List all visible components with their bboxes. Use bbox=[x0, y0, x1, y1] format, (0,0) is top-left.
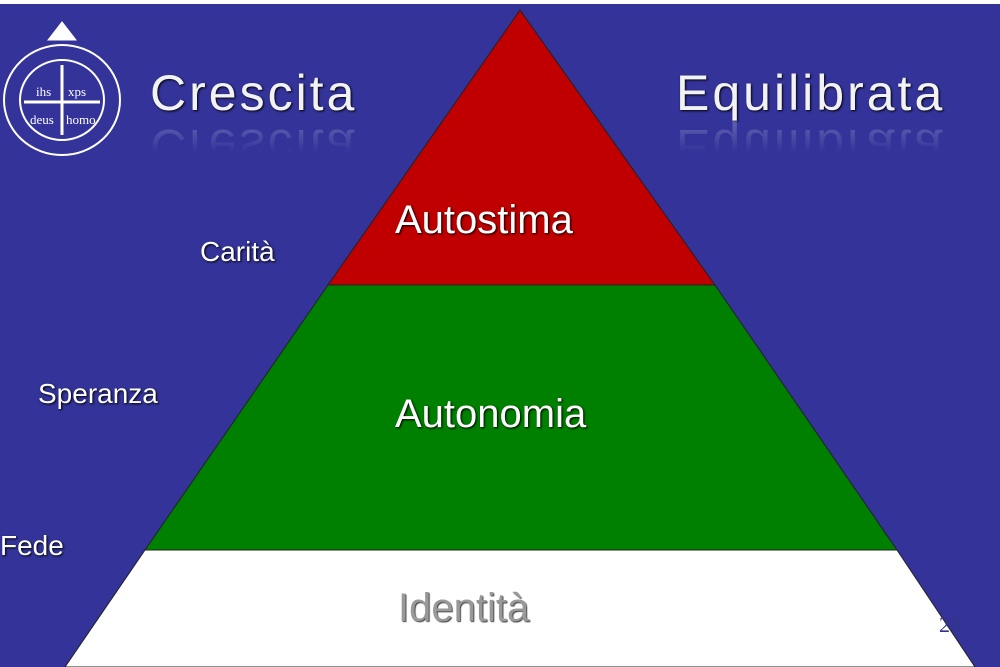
level-label-autonomia: Autonomia bbox=[395, 392, 587, 436]
level-label-autostima: Autostima bbox=[395, 198, 573, 242]
top-strip bbox=[0, 0, 1000, 4]
svg-text:28: 28 bbox=[939, 612, 961, 637]
title-right: Equilibrata bbox=[676, 65, 946, 121]
pyramid-level-top bbox=[327, 9, 716, 286]
virtue-carita: Carità bbox=[200, 236, 275, 267]
title-left: Crescita bbox=[150, 65, 358, 121]
university-seal-icon: ihs xps deus homo bbox=[3, 21, 121, 156]
pyramid-level-base bbox=[64, 549, 976, 667]
title-right-reflection: Equilibrata bbox=[676, 119, 946, 175]
title-left-reflection: Crescita bbox=[150, 119, 358, 175]
svg-text:homo: homo bbox=[66, 112, 96, 127]
level-label-identita: Identità bbox=[398, 586, 530, 630]
svg-text:ihs: ihs bbox=[36, 84, 51, 99]
virtue-fede: Fede bbox=[0, 530, 64, 561]
svg-text:deus: deus bbox=[30, 112, 54, 127]
svg-text:xps: xps bbox=[68, 84, 86, 99]
footer-logo-icon: 28 bbox=[939, 612, 961, 637]
virtue-speranza: Speranza bbox=[38, 378, 158, 409]
